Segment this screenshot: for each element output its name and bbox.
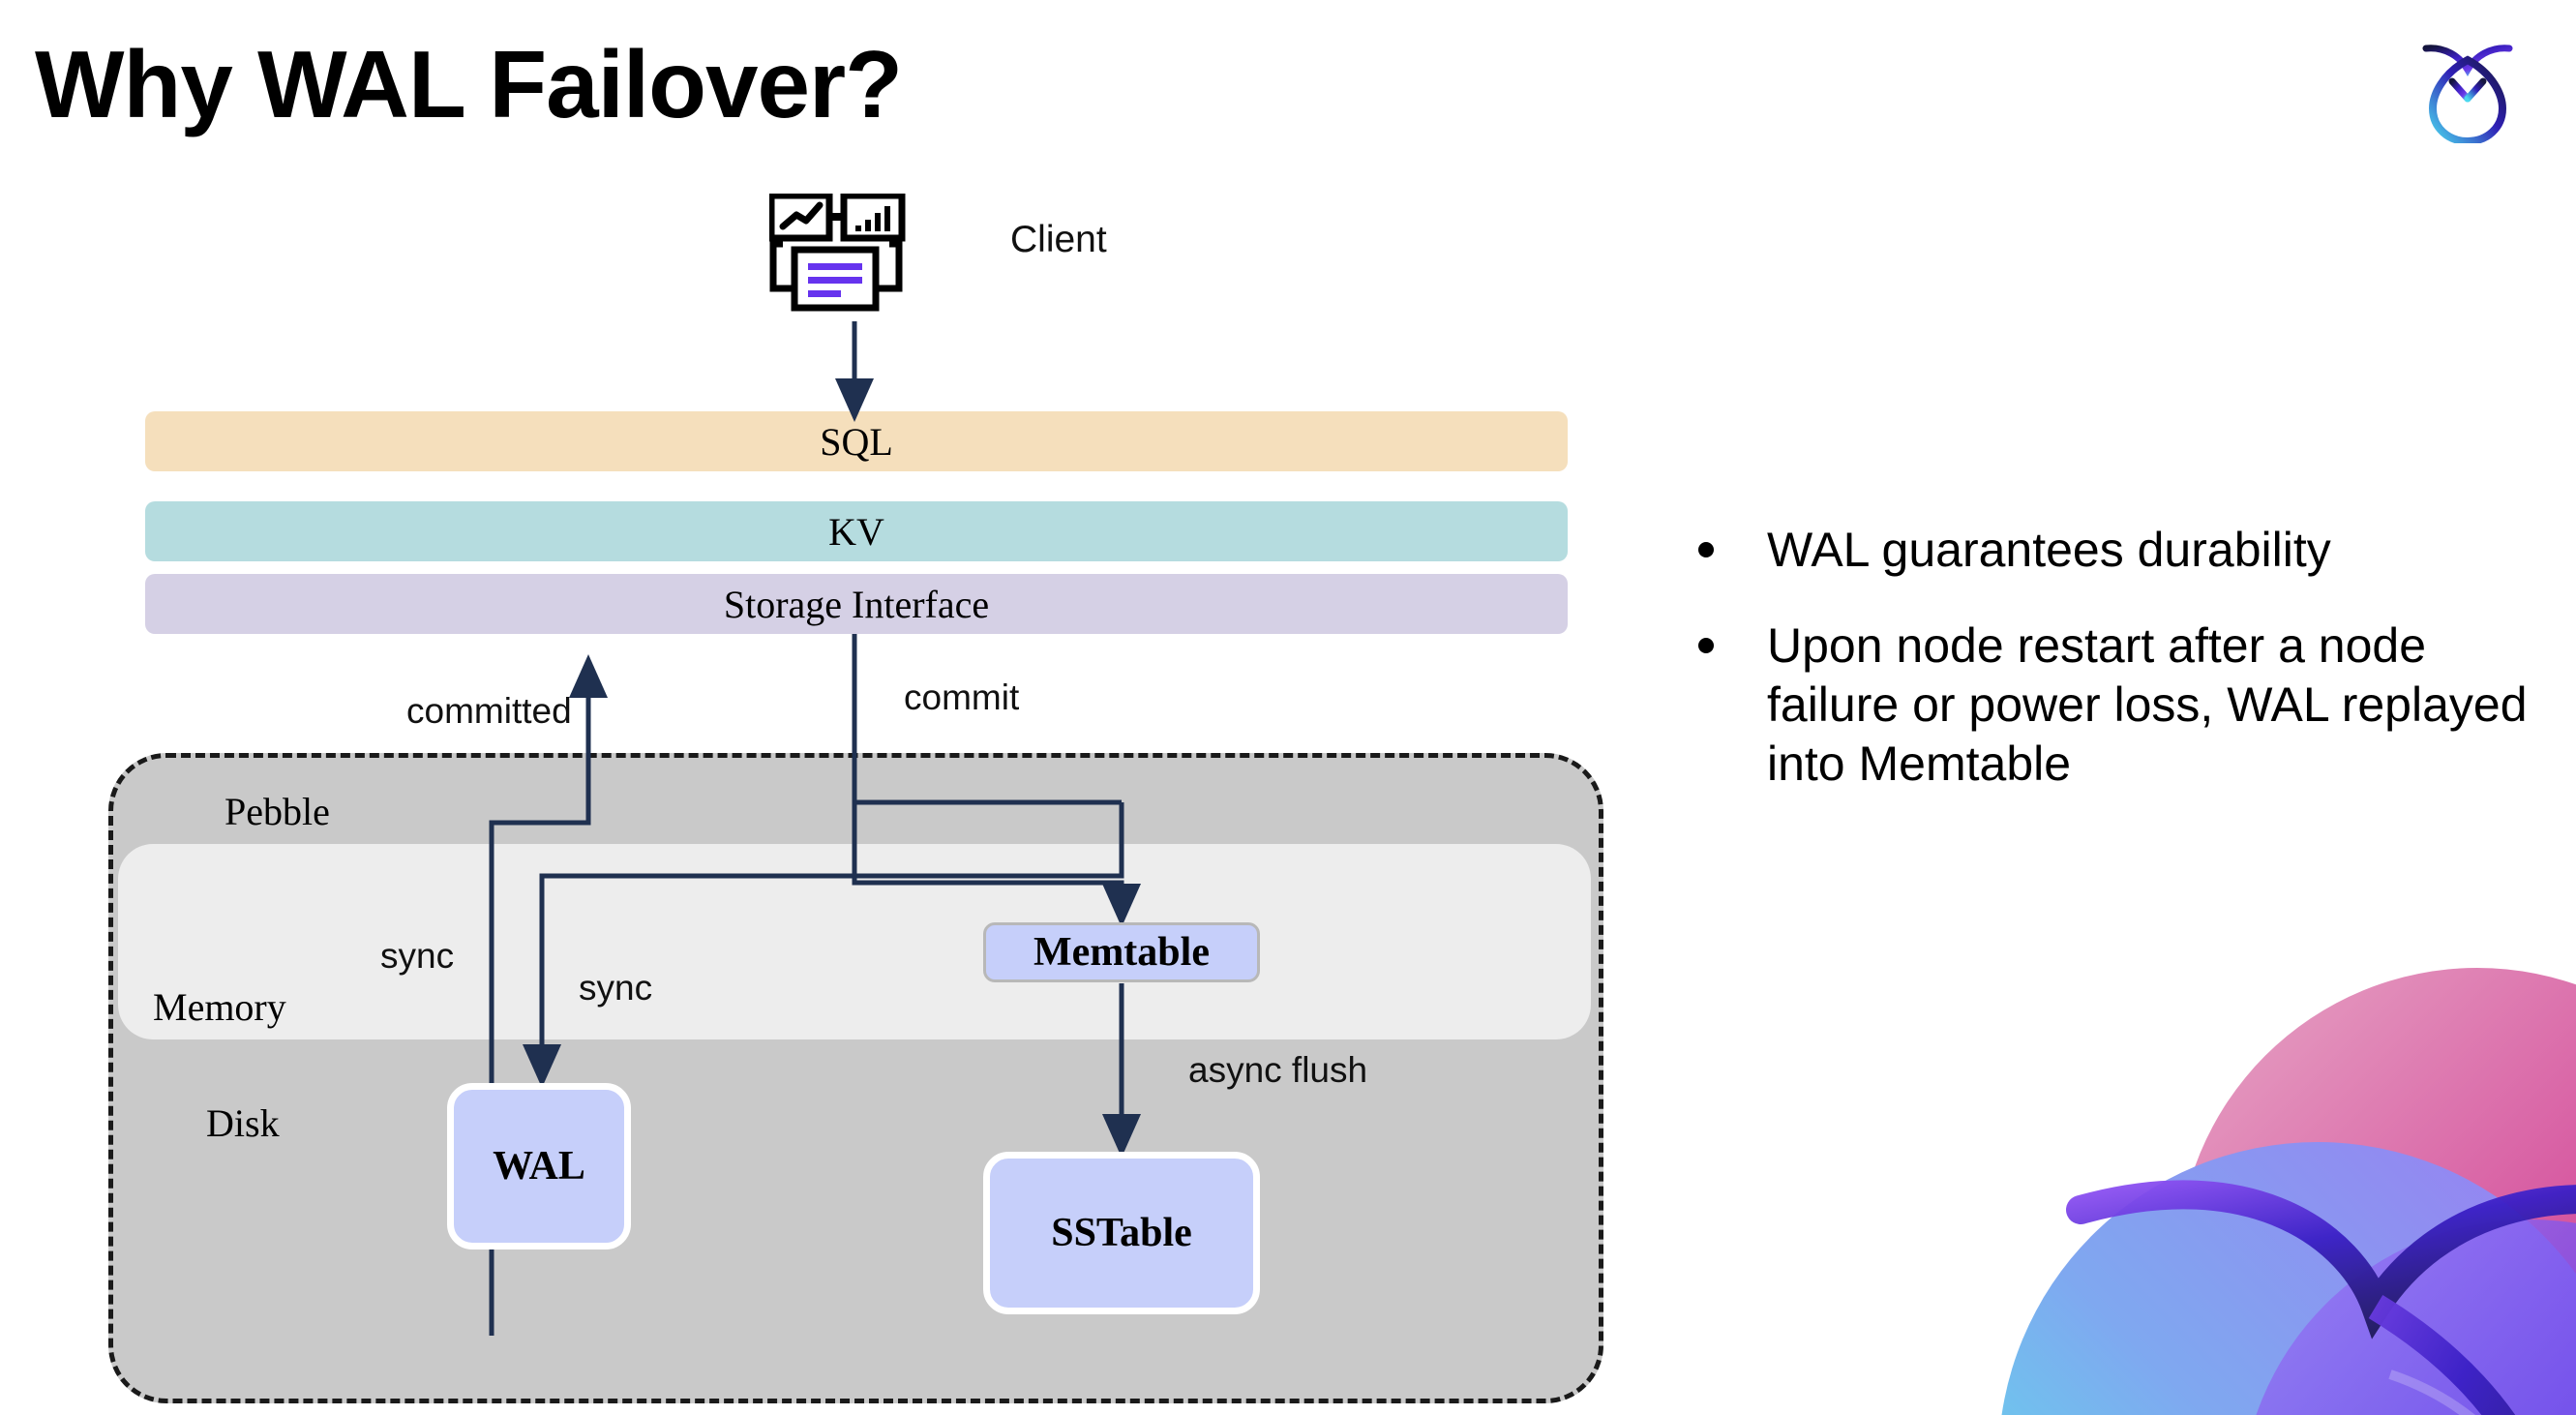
- bullet-list: WAL guarantees durability Upon node rest…: [1698, 521, 2540, 830]
- pebble-label: Pebble: [225, 790, 330, 833]
- node-sstable: SSTable: [983, 1152, 1260, 1314]
- edge-label-commit: commit: [904, 677, 1020, 717]
- node-memtable: Memtable: [983, 922, 1260, 982]
- page-title: Why WAL Failover?: [35, 31, 903, 137]
- memory-region: [118, 844, 1591, 1039]
- list-item: WAL guarantees durability: [1698, 521, 2540, 580]
- memory-label: Memory: [153, 985, 286, 1029]
- bullet-text: WAL guarantees durability: [1767, 523, 2331, 577]
- bullet-dot-icon: [1698, 542, 1714, 557]
- node-wal: WAL: [447, 1083, 631, 1249]
- cockroachdb-logo-icon: [2410, 27, 2526, 146]
- bullet-text: Upon node restart after a node failure o…: [1767, 618, 2528, 791]
- edge-label-async-flush: async flush: [1188, 1050, 1368, 1090]
- bullet-dot-icon: [1698, 638, 1714, 653]
- node-wal-label: WAL: [493, 1144, 585, 1189]
- node-sstable-label: SSTable: [1051, 1211, 1192, 1255]
- layer-label-storage-interface: Storage Interface: [723, 582, 990, 626]
- layer-label-kv: KV: [828, 509, 884, 554]
- node-memtable-label: Memtable: [1033, 930, 1210, 975]
- layer-label-sql: SQL: [820, 419, 893, 464]
- layer-bar-sql: SQL: [145, 411, 1568, 471]
- list-item: Upon node restart after a node failure o…: [1698, 617, 2540, 794]
- disk-label: Disk: [206, 1101, 280, 1145]
- cockroachdb-watermark-icon: [1935, 919, 2576, 1415]
- edge-label-sync-left: sync: [380, 936, 455, 976]
- client-label: Client: [1010, 219, 1107, 260]
- layer-bar-kv: KV: [145, 501, 1568, 561]
- edge-label-sync-right: sync: [579, 968, 653, 1008]
- layer-bar-storage-interface: Storage Interface: [145, 574, 1568, 634]
- edge-label-committed: committed: [406, 691, 572, 731]
- client-dashboard-icon: [767, 192, 924, 324]
